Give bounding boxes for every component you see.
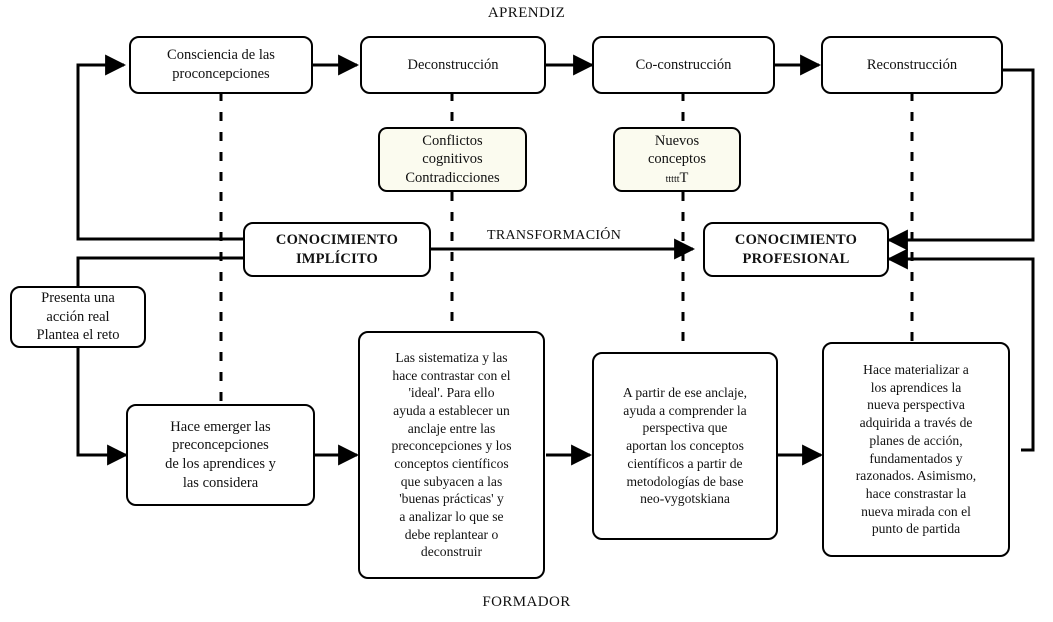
node-reconstruccion[interactable]: Reconstrucción	[821, 36, 1003, 94]
node-label: Co-construcción	[635, 56, 732, 73]
band-label-formador: FORMADOR	[482, 594, 571, 610]
path-presents-to-emerge	[76, 348, 129, 466]
path-materialize-to-professional	[886, 248, 1035, 452]
node-label: CONOCIMIENTO IMPLÍCITO	[275, 231, 399, 267]
node-label: CONOCIMIENTO PROFESIONAL	[734, 231, 858, 267]
node-hace-emerger-preconcepciones[interactable]: Hace emerger las preconcepciones de los …	[126, 404, 315, 506]
path-implicit-to-awareness	[76, 54, 243, 241]
node-label: Conflictos cognitivos Contradicciones	[405, 132, 500, 186]
node-label: Reconstrucción	[866, 56, 958, 73]
node-conocimiento-profesional[interactable]: CONOCIMIENTO PROFESIONAL	[703, 222, 889, 277]
node-presenta-accion-real[interactable]: Presenta una acción real Plantea el reto	[10, 286, 146, 348]
node-las-sistematiza[interactable]: Las sistematiza y las hace contrastar co…	[358, 331, 545, 579]
node-conflictos-cognitivos[interactable]: Conflictos cognitivos Contradicciones	[378, 127, 527, 192]
node-label: Presenta una acción real Plantea el reto	[36, 290, 120, 344]
node-a-partir-de-ese-anclaje[interactable]: A partir de ese anclaje, ayuda a compren…	[592, 352, 778, 540]
node-label-line-3-big: T	[679, 169, 689, 186]
node-label-line-2: conceptos	[648, 151, 706, 168]
path-reconstruction-to-professional	[886, 68, 1035, 251]
node-label: Hace emerger las preconcepciones de los …	[165, 418, 276, 491]
node-consciencia-proconcepciones[interactable]: Consciencia de las proconcepciones	[129, 36, 313, 94]
node-conocimiento-implicito[interactable]: CONOCIMIENTO IMPLÍCITO	[243, 222, 431, 277]
node-hace-materializar[interactable]: Hace materializar a los aprendices la nu…	[822, 342, 1010, 557]
node-label: Hace materializar a los aprendices la nu…	[855, 362, 977, 537]
node-label: Deconstrucción	[407, 56, 499, 73]
node-deconstruccion[interactable]: Deconstrucción	[360, 36, 546, 94]
edge-label-transformacion: TRANSFORMACIÓN	[483, 228, 626, 244]
node-label: A partir de ese anclaje, ayuda a compren…	[622, 385, 748, 507]
node-co-construccion[interactable]: Co-construcción	[592, 36, 775, 94]
node-label-line-1: Nuevos	[654, 132, 700, 149]
band-label-aprendiz: APRENDIZ	[487, 5, 566, 21]
node-label: Las sistematiza y las hace contrastar co…	[391, 349, 512, 560]
node-label-line-3: tttttT	[666, 169, 689, 188]
path-implicit-to-presents	[76, 256, 243, 286]
node-label-line-3-small: ttttt	[665, 173, 680, 185]
node-nuevos-conceptos[interactable]: Nuevos conceptos tttttT	[613, 127, 741, 192]
node-label: Consciencia de las proconcepciones	[167, 47, 275, 82]
